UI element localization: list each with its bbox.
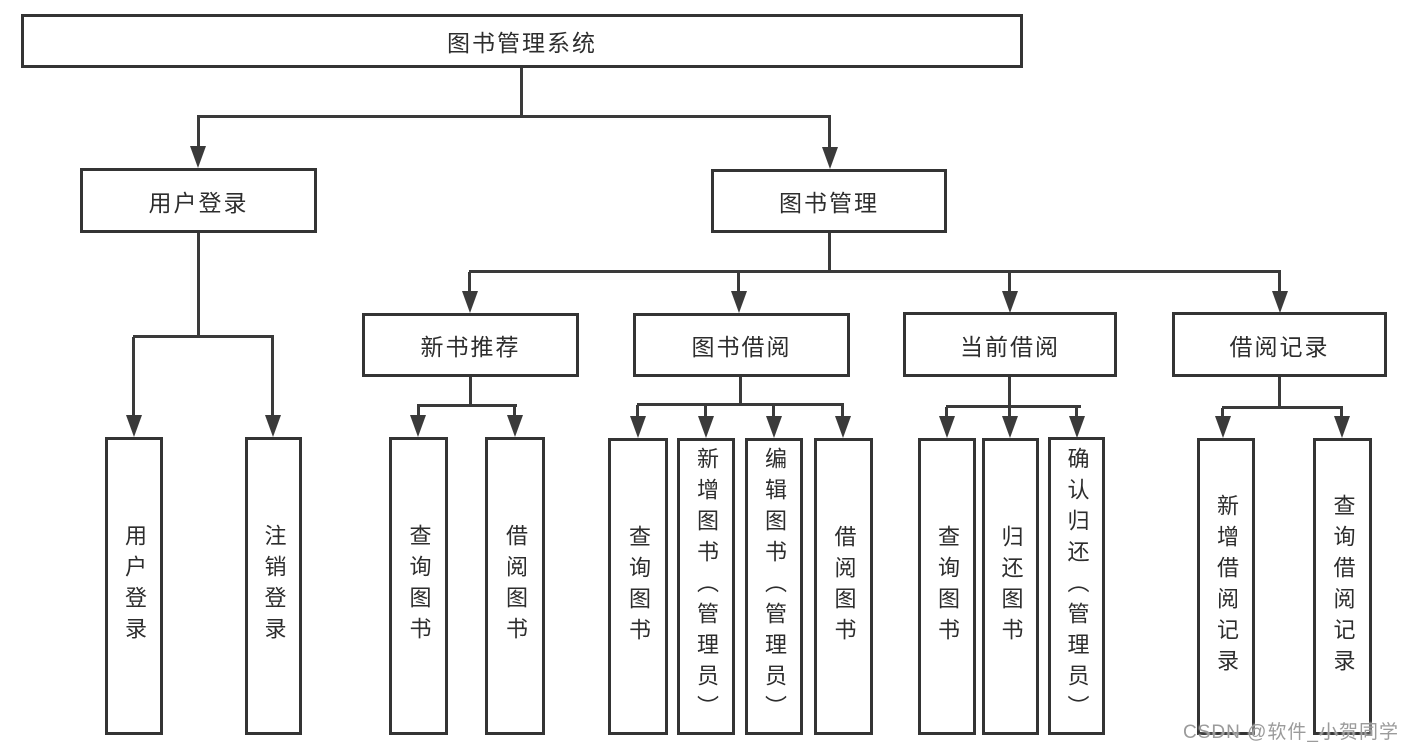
arrowhead-down-icon bbox=[939, 416, 955, 438]
connector-line bbox=[1008, 377, 1011, 407]
connector-line bbox=[1008, 272, 1011, 296]
connector-line bbox=[637, 403, 844, 406]
leaf-user-login: 用户登录 bbox=[105, 437, 163, 735]
connector-line bbox=[636, 405, 639, 419]
node-borrowing-records: 借阅记录 bbox=[1172, 312, 1387, 377]
connector-line bbox=[468, 272, 471, 296]
connector-line bbox=[417, 404, 517, 407]
arrowhead-down-icon bbox=[1272, 291, 1288, 313]
connector-line bbox=[841, 405, 844, 419]
connector-line bbox=[132, 337, 135, 421]
node-current-borrowing: 当前借阅 bbox=[903, 312, 1117, 377]
connector-line bbox=[1222, 406, 1343, 409]
connector-line bbox=[737, 272, 740, 296]
connector-line bbox=[1340, 408, 1343, 420]
connector-line bbox=[469, 270, 1281, 273]
node-root: 图书管理系统 bbox=[21, 14, 1023, 68]
leaf-edit-books-admin: 编辑图书（管理员） bbox=[745, 438, 803, 735]
connector-line bbox=[417, 406, 420, 420]
connector-line bbox=[271, 337, 274, 421]
leaf-confirm-return-admin: 确认归还（管理员） bbox=[1048, 437, 1105, 735]
connector-line bbox=[520, 68, 523, 117]
connector-line bbox=[704, 405, 707, 419]
arrowhead-down-icon bbox=[190, 146, 206, 168]
arrowhead-down-icon bbox=[1215, 416, 1231, 438]
connector-line bbox=[197, 115, 831, 118]
connector-line bbox=[739, 377, 742, 405]
connector-line bbox=[945, 407, 948, 420]
arrowhead-down-icon bbox=[822, 147, 838, 169]
leaf-query-borrow-record: 查询借阅记录 bbox=[1313, 438, 1372, 735]
connector-line bbox=[1278, 272, 1281, 296]
arrowhead-down-icon bbox=[698, 416, 714, 438]
arrowhead-down-icon bbox=[835, 416, 851, 438]
leaf-borrow-books-recommend: 借阅图书 bbox=[485, 437, 545, 735]
leaf-add-borrow-record: 新增借阅记录 bbox=[1197, 438, 1255, 735]
arrowhead-down-icon bbox=[1069, 416, 1085, 438]
leaf-query-books-recommend: 查询图书 bbox=[389, 437, 448, 735]
connector-line bbox=[513, 406, 516, 420]
node-book-borrowing: 图书借阅 bbox=[633, 313, 850, 377]
connector-line bbox=[828, 233, 831, 273]
node-new-book-recommend: 新书推荐 bbox=[362, 313, 579, 377]
connector-line bbox=[828, 117, 831, 153]
connector-line bbox=[1008, 407, 1011, 420]
arrowhead-down-icon bbox=[1334, 416, 1350, 438]
watermark: CSDN @软件_小贺同学 bbox=[1183, 722, 1399, 743]
leaf-query-books-borrowing: 查询图书 bbox=[608, 438, 668, 735]
node-user-login: 用户登录 bbox=[80, 168, 317, 233]
leaf-add-books-admin: 新增图书（管理员） bbox=[677, 438, 735, 735]
arrowhead-down-icon bbox=[126, 415, 142, 437]
arrowhead-down-icon bbox=[507, 415, 523, 437]
connector-line bbox=[772, 405, 775, 419]
connector-line bbox=[1075, 407, 1078, 420]
arrowhead-down-icon bbox=[1002, 416, 1018, 438]
arrowhead-down-icon bbox=[265, 415, 281, 437]
arrowhead-down-icon bbox=[410, 415, 426, 437]
arrowhead-down-icon bbox=[731, 291, 747, 313]
connector-line bbox=[946, 405, 1081, 408]
leaf-borrow-books: 借阅图书 bbox=[814, 438, 873, 735]
leaf-query-books-current: 查询图书 bbox=[918, 438, 976, 735]
connector-line bbox=[197, 117, 200, 152]
arrowhead-down-icon bbox=[462, 291, 478, 313]
connector-line bbox=[1221, 408, 1224, 420]
arrowhead-down-icon bbox=[630, 416, 646, 438]
leaf-logout: 注销登录 bbox=[245, 437, 302, 735]
leaf-return-books: 归还图书 bbox=[982, 438, 1039, 735]
connector-line bbox=[197, 233, 200, 337]
connector-line bbox=[133, 335, 274, 338]
node-book-management: 图书管理 bbox=[711, 169, 947, 233]
connector-line bbox=[469, 377, 472, 406]
arrowhead-down-icon bbox=[766, 416, 782, 438]
connector-line bbox=[1278, 377, 1281, 408]
arrowhead-down-icon bbox=[1002, 291, 1018, 313]
